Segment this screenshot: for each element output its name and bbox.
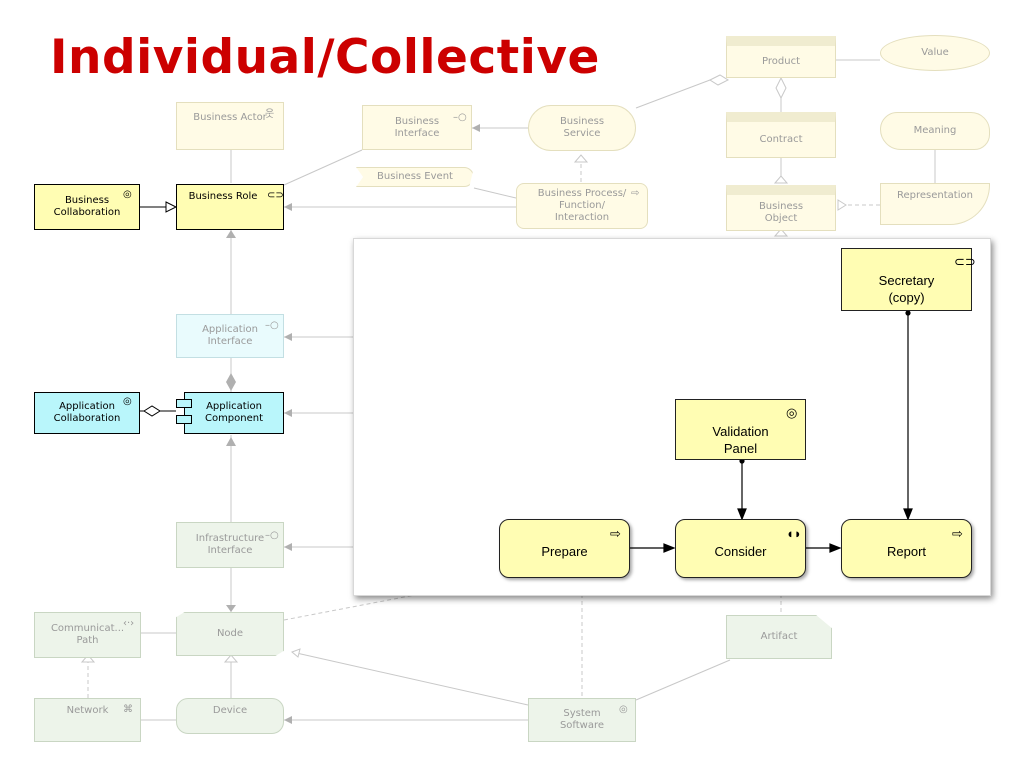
- validation-panel-box[interactable]: Validation Panel ◎: [675, 399, 806, 460]
- artifact-box[interactable]: Artifact: [726, 615, 832, 659]
- business-service-label: Business Service: [559, 116, 605, 139]
- infrastructure-interface-label: Infrastructure Interface: [195, 533, 265, 556]
- business-actor-box[interactable]: Business Actor 웃: [176, 102, 284, 150]
- prepare-process-box[interactable]: Prepare ⇨: [499, 519, 630, 578]
- collaboration-icon: ◎: [123, 396, 132, 407]
- consider-label: Consider: [714, 544, 767, 559]
- device-box[interactable]: Device: [176, 698, 284, 734]
- application-interface-box[interactable]: Application Interface –○: [176, 314, 284, 358]
- validation-panel-label: Validation Panel: [712, 424, 769, 456]
- product-label: Product: [762, 55, 800, 67]
- application-interface-label: Application Interface: [202, 324, 258, 347]
- business-actor-label: Business Actor: [193, 112, 267, 123]
- business-event-label: Business Event: [377, 171, 453, 182]
- infrastructure-interface-box[interactable]: Infrastructure Interface –○: [176, 522, 284, 568]
- representation-box[interactable]: Representation: [880, 183, 990, 225]
- communication-path-box[interactable]: Communicat... Path ‹·›: [34, 612, 141, 658]
- system-software-label: System Software: [559, 708, 605, 731]
- business-interface-box[interactable]: Business Interface –○: [362, 105, 472, 150]
- application-collaboration-label: Application Collaboration: [53, 401, 121, 424]
- actor-icon: 웃: [265, 109, 275, 120]
- communication-path-icon: ‹·›: [123, 618, 135, 629]
- business-role-label: Business Role: [188, 191, 258, 202]
- contract-label: Contract: [759, 133, 803, 145]
- contract-box[interactable]: Contract: [726, 112, 836, 158]
- network-icon: ⌘: [123, 704, 133, 715]
- interface-icon: –○: [453, 112, 467, 123]
- product-box[interactable]: Product: [726, 36, 836, 78]
- process-view-panel: Secretary (copy) ⊂⊃ Validation Panel ◎ P…: [353, 238, 991, 596]
- interface-icon: –○: [265, 530, 279, 541]
- application-component-box[interactable]: Application Component: [184, 392, 284, 434]
- collaboration-icon: ◎: [786, 405, 798, 420]
- business-collaboration-box[interactable]: Business Collaboration ◎: [34, 184, 140, 230]
- system-software-icon: ◎: [619, 704, 628, 715]
- business-interface-label: Business Interface: [394, 115, 440, 139]
- panel-connectors: [630, 310, 913, 553]
- component-tab-bottom: [176, 415, 192, 424]
- process-icon: ⇨: [952, 526, 963, 541]
- device-label: Device: [212, 705, 248, 716]
- business-object-box[interactable]: Business Object: [726, 185, 836, 231]
- business-service-box[interactable]: Business Service: [528, 105, 636, 151]
- secretary-copy-box[interactable]: Secretary (copy) ⊂⊃: [841, 248, 976, 311]
- role-icon: ⊂⊃: [954, 254, 976, 269]
- node-box[interactable]: Node: [176, 612, 284, 656]
- application-collaboration-box[interactable]: Application Collaboration ◎: [34, 392, 140, 434]
- meaning-box[interactable]: Meaning: [880, 112, 990, 150]
- network-label: Network: [66, 705, 109, 716]
- communication-path-label: Communicat... Path: [50, 623, 125, 646]
- node-label: Node: [216, 628, 244, 639]
- artifact-label: Artifact: [760, 631, 798, 642]
- business-role-box[interactable]: Business Role ⊂⊃: [176, 184, 284, 230]
- secretary-copy-label: Secretary (copy): [878, 273, 935, 305]
- business-event-box[interactable]: Business Event: [356, 167, 474, 187]
- application-component-label: Application Component: [204, 401, 264, 424]
- consider-interaction-box[interactable]: Consider ◖◗: [675, 519, 806, 578]
- interaction-icon: ◖◗: [786, 526, 802, 541]
- prepare-label: Prepare: [541, 544, 588, 559]
- business-process-box[interactable]: Business Process/ Function/ Interaction …: [516, 183, 648, 229]
- representation-label: Representation: [897, 190, 973, 201]
- interface-icon: –○: [265, 320, 279, 331]
- report-label: Report: [886, 544, 927, 559]
- role-icon: ⊂⊃: [267, 190, 284, 201]
- system-software-box[interactable]: System Software ◎: [528, 698, 636, 742]
- business-object-label: Business Object: [758, 200, 804, 224]
- component-tab-top: [176, 399, 192, 408]
- collaboration-icon: ◎: [123, 189, 132, 200]
- business-collaboration-label: Business Collaboration: [53, 195, 121, 218]
- value-label: Value: [921, 47, 949, 58]
- business-process-label: Business Process/ Function/ Interaction: [537, 188, 627, 223]
- process-icon: ⇨: [631, 188, 640, 199]
- process-icon: ⇨: [610, 526, 621, 541]
- meaning-label: Meaning: [913, 125, 957, 136]
- value-box[interactable]: Value: [880, 35, 990, 71]
- report-process-box[interactable]: Report ⇨: [841, 519, 972, 578]
- network-box[interactable]: Network ⌘: [34, 698, 141, 742]
- page-title: Individual/Collective: [50, 30, 600, 85]
